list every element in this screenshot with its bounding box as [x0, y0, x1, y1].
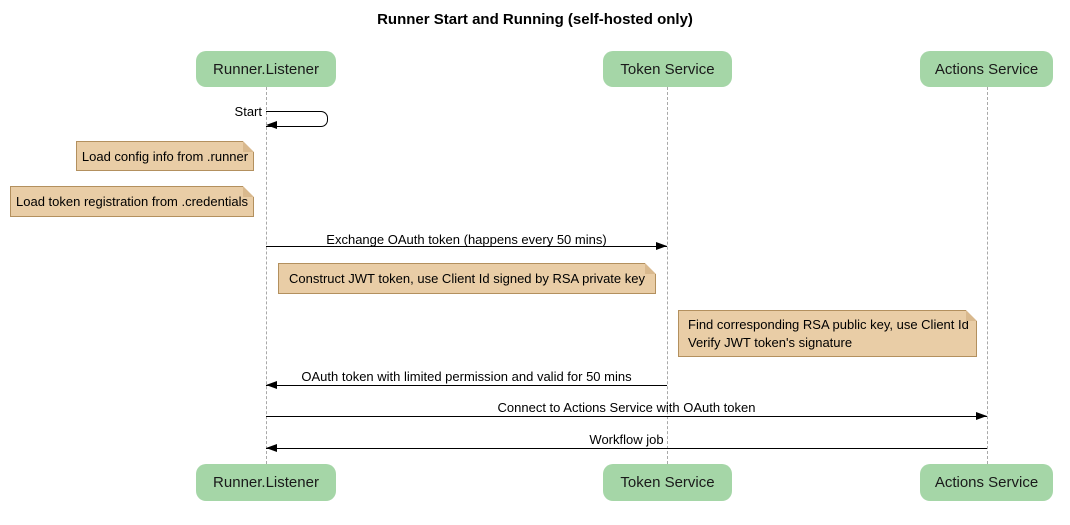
- note-text-line-1: Find corresponding RSA public key, use C…: [688, 316, 969, 332]
- message-connect-actions-line: [266, 416, 987, 417]
- note-construct-jwt: Construct JWT token, use Client Id signe…: [278, 263, 656, 294]
- lifeline-token-service: [666, 87, 668, 464]
- message-exchange-oauth-label: Exchange OAuth token (happens every 50 m…: [326, 232, 607, 247]
- self-message-start-label: Start: [234, 104, 262, 119]
- note-text-line-2: Verify JWT token's signature: [688, 334, 853, 350]
- participant-label: Token Service: [620, 60, 715, 78]
- message-oauth-token-arrowhead-icon: [266, 381, 277, 389]
- participant-token-service-bottom: Token Service: [603, 464, 732, 501]
- participant-runner-listener-bottom: Runner.Listener: [196, 464, 336, 501]
- participant-token-service-top: Token Service: [603, 51, 732, 87]
- note-load-config: Load config info from .runner: [76, 141, 254, 171]
- message-exchange-oauth-arrowhead-icon: [656, 242, 667, 250]
- note-text: Load token registration from .credential…: [16, 194, 248, 209]
- note-load-token-registration: Load token registration from .credential…: [10, 186, 254, 217]
- participant-actions-service-bottom: Actions Service: [920, 464, 1053, 501]
- self-message-loop-line: [266, 111, 328, 127]
- lifeline-actions-service: [986, 87, 988, 464]
- message-workflow-job-label: Workflow job: [589, 432, 664, 447]
- participant-runner-listener-top: Runner.Listener: [196, 51, 336, 87]
- participant-label: Runner.Listener: [213, 474, 319, 491]
- self-message-arrowhead-icon: [266, 121, 277, 129]
- message-workflow-job-line: [266, 448, 987, 449]
- note-text: Construct JWT token, use Client Id signe…: [289, 271, 645, 286]
- participant-label: Token Service: [620, 474, 715, 491]
- lifeline-runner-listener: [265, 87, 267, 464]
- participant-label: Actions Service: [934, 474, 1039, 491]
- participant-label: Actions Service: [934, 60, 1039, 78]
- message-connect-actions-arrowhead-icon: [976, 412, 987, 420]
- message-oauth-token-line: [266, 385, 667, 386]
- message-exchange-oauth-line: [266, 246, 667, 247]
- message-oauth-token-label: OAuth token with limited permission and …: [301, 369, 632, 384]
- note-text: Load config info from .runner: [81, 148, 249, 164]
- participant-actions-service-top: Actions Service: [920, 51, 1053, 87]
- participant-label: Runner.Listener: [213, 60, 319, 78]
- diagram-title: Runner Start and Running (self-hosted on…: [377, 11, 693, 28]
- note-verify-jwt: Find corresponding RSA public key, use C…: [678, 310, 977, 357]
- message-connect-actions-label: Connect to Actions Service with OAuth to…: [497, 400, 756, 415]
- message-workflow-job-arrowhead-icon: [266, 444, 277, 452]
